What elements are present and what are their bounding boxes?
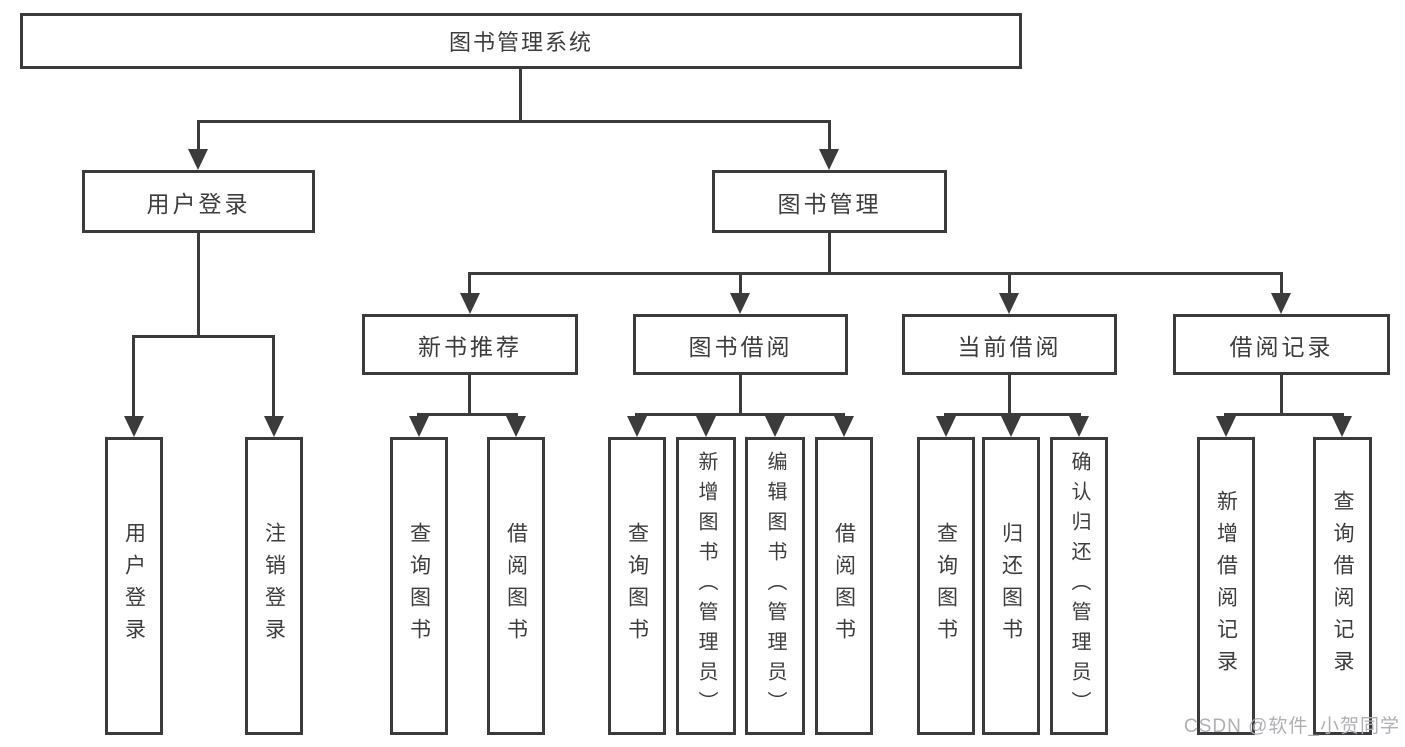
leaf-user-login-label: 用户登录 xyxy=(122,522,146,650)
leaf-query-books-current: 查询图书 xyxy=(917,437,975,735)
connector-bookmgmt-stem xyxy=(828,233,831,275)
node-book-management-label: 图书管理 xyxy=(777,190,882,217)
node-new-book-recommendation-label: 新书推荐 xyxy=(418,333,522,360)
connector-bookmgmt-branch xyxy=(468,272,1283,275)
arrowhead-down-icon xyxy=(696,416,716,437)
node-root: 图书管理系统 xyxy=(20,13,1022,69)
connector-root-drop-right xyxy=(828,120,831,152)
leaf-borrow-books-label: 借阅图书 xyxy=(832,522,856,650)
leaf-query-borrow-record: 查询借阅记录 xyxy=(1313,437,1372,735)
leaf-borrow-books-recommend-label: 借阅图书 xyxy=(504,522,528,650)
connector-bookmgmt-drop-4 xyxy=(1280,272,1283,296)
node-current-borrowing: 当前借阅 xyxy=(902,314,1117,375)
leaf-query-books-recommend-label: 查询图书 xyxy=(407,522,431,650)
connector-borrowing-branch xyxy=(635,413,845,416)
leaf-query-books-current-label: 查询图书 xyxy=(934,522,958,650)
node-new-book-recommendation: 新书推荐 xyxy=(362,314,578,375)
connector-root-stem xyxy=(519,68,522,123)
arrowhead-down-icon xyxy=(819,149,839,170)
connector-recommend-branch xyxy=(417,413,518,416)
arrowhead-down-icon xyxy=(1271,293,1291,314)
node-user-login: 用户登录 xyxy=(82,170,315,233)
connector-records-branch xyxy=(1224,413,1344,416)
leaf-add-books-admin-label: 新增图书（管理员） xyxy=(695,451,717,721)
leaf-logout-label: 注销登录 xyxy=(262,522,286,650)
arrowhead-down-icon xyxy=(124,416,144,437)
connector-records-stem xyxy=(1280,375,1283,416)
connector-userlogin-drop-2 xyxy=(272,335,275,419)
arrowhead-down-icon xyxy=(188,149,208,170)
leaf-logout: 注销登录 xyxy=(245,437,303,735)
node-current-borrowing-label: 当前借阅 xyxy=(957,333,1062,360)
node-book-management: 图书管理 xyxy=(712,170,947,233)
arrowhead-down-icon xyxy=(1001,416,1021,437)
arrowhead-down-icon xyxy=(264,416,284,437)
connector-root-drop-left xyxy=(197,120,200,152)
node-borrowing-records: 借阅记录 xyxy=(1173,314,1390,375)
arrowhead-down-icon xyxy=(627,416,647,437)
leaf-borrow-books-recommend: 借阅图书 xyxy=(487,437,545,735)
arrowhead-down-icon xyxy=(1216,416,1236,437)
leaf-return-books-label: 归还图书 xyxy=(999,522,1023,650)
node-book-borrowing-label: 图书借阅 xyxy=(688,333,793,360)
connector-userlogin-branch xyxy=(132,335,275,338)
leaf-query-books-recommend: 查询图书 xyxy=(390,437,448,735)
node-root-label: 图书管理系统 xyxy=(448,30,593,55)
leaf-query-books-borrowing-label: 查询图书 xyxy=(625,522,649,650)
arrowhead-down-icon xyxy=(936,416,956,437)
leaf-add-books-admin: 新增图书（管理员） xyxy=(676,437,736,735)
connector-current-branch xyxy=(944,413,1081,416)
arrowhead-down-icon xyxy=(1069,416,1089,437)
connector-userlogin-drop-1 xyxy=(132,335,135,419)
connector-borrowing-stem xyxy=(739,375,742,416)
leaf-query-borrow-record-label: 查询借阅记录 xyxy=(1331,490,1354,682)
leaf-query-books-borrowing: 查询图书 xyxy=(608,437,666,735)
leaf-confirm-return-admin: 确认归还（管理员） xyxy=(1050,437,1108,735)
connector-recommend-stem xyxy=(468,375,471,416)
leaf-add-borrow-record-label: 新增借阅记录 xyxy=(1214,490,1238,682)
connector-bookmgmt-drop-1 xyxy=(468,272,471,296)
arrowhead-down-icon xyxy=(409,416,429,437)
connector-bookmgmt-drop-3 xyxy=(1008,272,1011,296)
leaf-add-borrow-record: 新增借阅记录 xyxy=(1197,437,1255,735)
connector-bookmgmt-drop-2 xyxy=(739,272,742,296)
leaf-return-books: 归还图书 xyxy=(982,437,1040,735)
node-user-login-label: 用户登录 xyxy=(146,190,251,217)
leaf-edit-books-admin: 编辑图书（管理员） xyxy=(745,437,805,735)
arrowhead-down-icon xyxy=(506,416,526,437)
connector-root-branch xyxy=(197,120,831,123)
arrowhead-down-icon xyxy=(999,293,1019,314)
leaf-edit-books-admin-label: 编辑图书（管理员） xyxy=(764,451,786,721)
node-book-borrowing: 图书借阅 xyxy=(633,314,848,375)
arrowhead-down-icon xyxy=(730,293,750,314)
connector-current-stem xyxy=(1008,375,1011,416)
arrowhead-down-icon xyxy=(834,416,854,437)
watermark: CSDN @软件_小贺同学 xyxy=(1184,716,1400,737)
arrowhead-down-icon xyxy=(1332,416,1352,437)
leaf-user-login: 用户登录 xyxy=(105,437,163,735)
arrowhead-down-icon xyxy=(765,416,785,437)
connector-userlogin-stem xyxy=(197,233,200,337)
leaf-confirm-return-admin-label: 确认归还（管理员） xyxy=(1068,451,1090,721)
arrowhead-down-icon xyxy=(460,293,480,314)
leaf-borrow-books: 借阅图书 xyxy=(815,437,873,735)
node-borrowing-records-label: 借阅记录 xyxy=(1229,333,1334,360)
